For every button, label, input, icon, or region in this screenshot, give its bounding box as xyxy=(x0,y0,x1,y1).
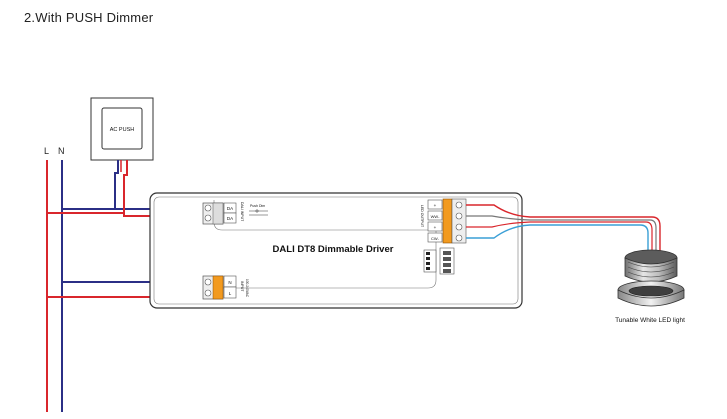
output-terminal-block: LED OUTPUT + WW- + CW- xyxy=(420,198,467,244)
output-terminal-4: CW- xyxy=(431,236,440,241)
led-light-label: Tunable White LED light xyxy=(615,317,685,324)
live-label: L xyxy=(44,146,49,156)
input-terminal-n: N xyxy=(228,280,231,285)
output-side-label: LED OUTPUT xyxy=(420,205,424,228)
driver-name: DALI DT8 Dimmable Driver xyxy=(273,244,394,255)
dali-wire-neutral xyxy=(62,160,119,210)
push-dim-label: Push Dim xyxy=(250,204,265,208)
dali-terminal-da-1: DA xyxy=(227,206,233,211)
diagram-title: 2.With PUSH Dimmer xyxy=(24,10,154,25)
dali-terminal-da-2: DA xyxy=(227,216,233,221)
dali-terminal-block: DA DA DALI INPUT xyxy=(202,202,244,225)
output-terminal-1: + xyxy=(434,203,437,208)
input-terminal-l: L xyxy=(229,291,232,296)
output-terminal-2: WW- xyxy=(431,214,440,219)
dip-switch xyxy=(423,247,455,275)
output-terminal-3: + xyxy=(434,225,437,230)
led-light xyxy=(617,249,685,307)
output-wire-red-1 xyxy=(466,204,661,252)
input-terminal-block: N L INPUT 100-240VAC xyxy=(202,275,249,300)
neutral-label: N xyxy=(58,146,65,156)
ac-push-label: AC PUSH xyxy=(110,127,134,133)
dali-wire-live xyxy=(47,160,128,214)
push-dim-marking: Push Dim xyxy=(249,204,268,216)
dali-input-side-label: DALI INPUT xyxy=(240,202,244,222)
input-side-label: INPUT xyxy=(240,281,244,292)
output-wire-cyan xyxy=(466,224,649,252)
ac-push-switch: AC PUSH xyxy=(90,97,154,161)
output-wire-gray xyxy=(466,215,657,252)
input-spec-label: 100-240VAC xyxy=(245,279,249,298)
output-wire-red-2 xyxy=(466,221,653,252)
